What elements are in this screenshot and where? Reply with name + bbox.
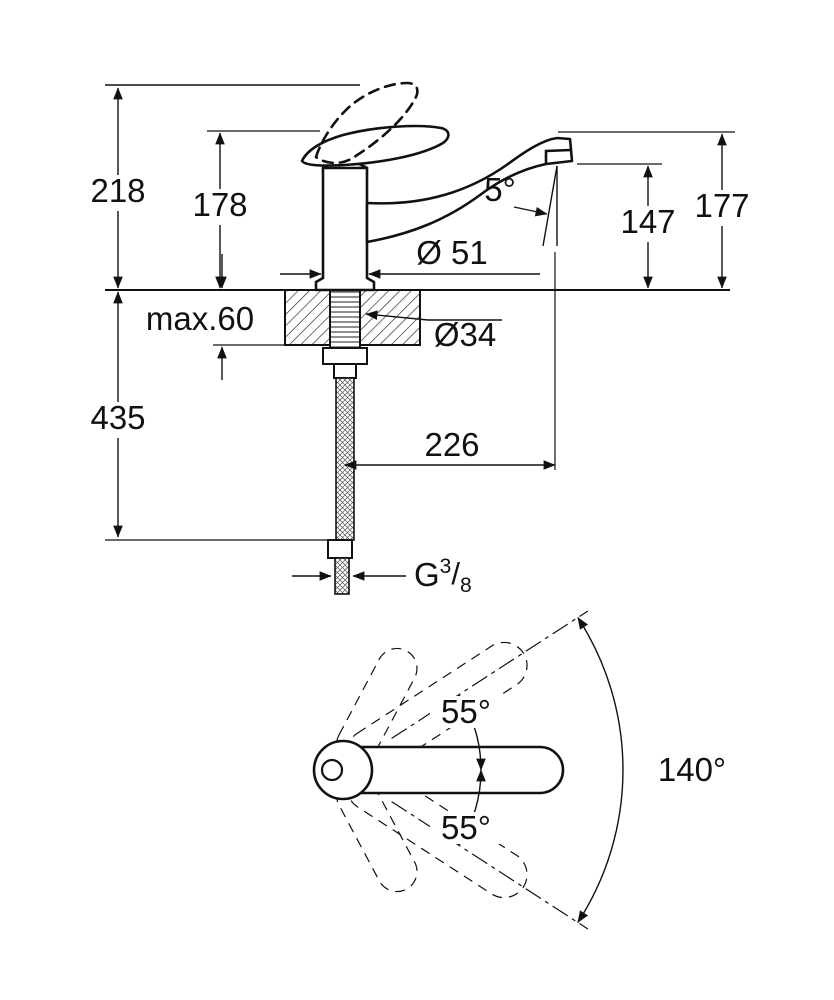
- side-view: 218 435 178 177 147 5° Ø 51 max.60 Ø34: [84, 81, 756, 597]
- faucet-body: [314, 166, 376, 292]
- hose-fitting: [327, 539, 353, 559]
- dim-label-178: 178: [192, 186, 247, 223]
- dim-label-140deg: 140°: [658, 751, 726, 788]
- g38-denominator: 8: [460, 574, 472, 597]
- spout-angle-lines: [542, 165, 558, 247]
- arc-140deg: [577, 616, 624, 924]
- dim-label-5deg: 5°: [484, 171, 516, 208]
- swing-centerline-upper: [391, 610, 589, 739]
- dim-label-bg: [84, 402, 152, 438]
- dim-label-d51: Ø 51: [416, 234, 488, 271]
- faucet-spout: [365, 136, 574, 244]
- dim-label-55deg-lower: 55°: [441, 809, 491, 846]
- dim-label-55deg-upper: 55°: [441, 693, 491, 730]
- top-view: 140° 55° 55°: [312, 610, 726, 930]
- dim-label-147: 147: [620, 203, 675, 240]
- dim-label-bg: [430, 812, 502, 844]
- lever-handle: [300, 124, 450, 167]
- mounting-shank: [322, 289, 368, 379]
- mounting-nut: [322, 347, 368, 365]
- dim-label-435: 435: [90, 399, 145, 436]
- hose-adapter: [333, 363, 357, 379]
- dim-label-bg: [688, 190, 756, 226]
- g38-slash: /: [451, 556, 460, 591]
- lever-handle-raised-dashed: [314, 81, 419, 165]
- dim-label-g38: G3/8: [414, 555, 472, 597]
- g38-numerator: 3: [440, 555, 452, 578]
- handle-top-view: [312, 739, 565, 801]
- dim-label-bg: [186, 189, 254, 225]
- hose-end: [334, 557, 350, 595]
- dim-label-218: 218: [90, 172, 145, 209]
- dim-label-226: 226: [424, 426, 479, 463]
- aerator: [544, 148, 573, 166]
- leader-5deg: [513, 206, 548, 217]
- dim-label-177: 177: [694, 187, 749, 224]
- leader-d34: [365, 310, 429, 321]
- dim-label-d34: Ø34: [434, 316, 496, 353]
- faucet-outline: [300, 81, 574, 292]
- dim-label-bg: [614, 206, 682, 242]
- supply-hose: [327, 377, 355, 595]
- dim-label-bg: [84, 175, 152, 211]
- handle-capsule: [350, 745, 565, 795]
- dim-label-max60: max.60: [146, 300, 254, 337]
- dim-label-bg: [430, 696, 502, 728]
- handle-pivot-detail: [320, 758, 344, 782]
- g38-letter: G: [414, 556, 440, 593]
- swing-centerline-lower: [391, 801, 589, 930]
